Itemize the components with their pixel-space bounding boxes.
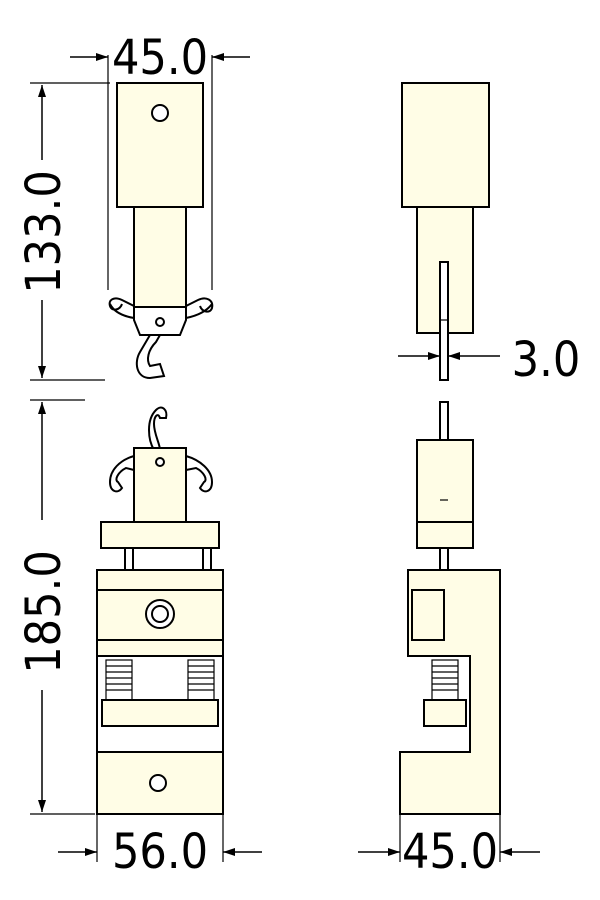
dim-label-top-width: 45.0 bbox=[112, 30, 208, 86]
dim-side-width: 45.0 bbox=[358, 814, 540, 880]
bottom-side-view bbox=[399, 401, 501, 815]
bottom-front-view bbox=[96, 406, 224, 815]
dim-label-bottom-width: 56.0 bbox=[112, 824, 208, 880]
dim-label-side-width: 45.0 bbox=[402, 824, 498, 880]
dim-bottom-width: 56.0 bbox=[58, 814, 262, 880]
dim-bottom-height: 185.0 bbox=[16, 399, 95, 815]
top-side-view bbox=[401, 82, 490, 381]
dim-top-height: 133.0 bbox=[16, 82, 110, 381]
dim-top-width: 45.0 bbox=[70, 30, 250, 290]
spring-side bbox=[431, 659, 459, 701]
dim-label-bottom-height: 185.0 bbox=[16, 550, 72, 674]
dim-side-thickness: 3.0 bbox=[398, 332, 580, 388]
dim-label-side-thickness: 3.0 bbox=[512, 332, 581, 388]
top-front-view bbox=[108, 82, 214, 380]
dim-label-top-height: 133.0 bbox=[16, 170, 72, 294]
